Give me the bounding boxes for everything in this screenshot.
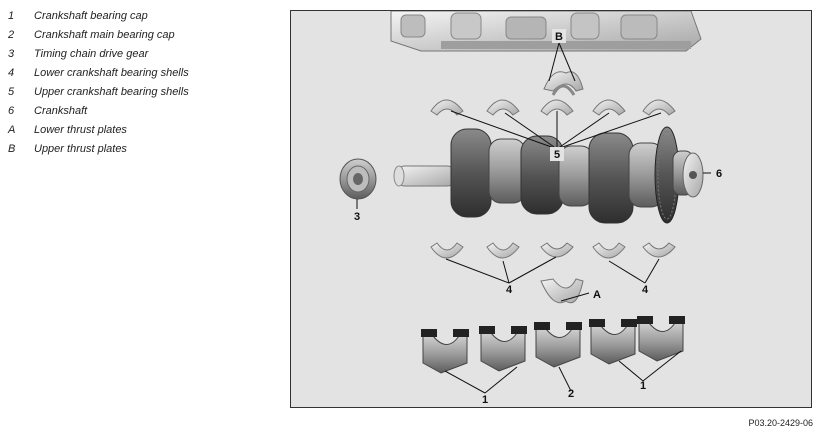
legend-text: Crankshaft bearing cap	[34, 9, 148, 22]
lower-bearing-shells	[430, 242, 676, 259]
legend-key: 6	[8, 104, 15, 117]
callout-B: B	[555, 31, 563, 43]
engine-block	[390, 11, 702, 52]
legend-key: 3	[8, 47, 15, 60]
legend-key: 5	[8, 85, 15, 98]
callout-5: 5	[554, 149, 560, 161]
upper-bearing-shells	[430, 99, 676, 116]
legend-item: 1 Crankshaft bearing cap	[8, 6, 189, 25]
timing-gear	[339, 158, 377, 200]
legend-text: Lower crankshaft bearing shells	[34, 66, 189, 79]
legend-key: B	[8, 142, 16, 155]
exploded-view-figure: B 5 6 3 4 4 A 1 2 1	[290, 10, 812, 408]
legend-item: 2 Crankshaft main bearing cap	[8, 25, 189, 44]
callout-6: 6	[716, 168, 722, 180]
callout-1-left: 1	[482, 394, 488, 406]
leader-lines	[356, 37, 711, 394]
callout-A: A	[593, 289, 601, 301]
legend-text: Upper crankshaft bearing shells	[34, 85, 189, 98]
legend-text: Timing chain drive gear	[34, 47, 149, 60]
legend-item: 5 Upper crankshaft bearing shells	[8, 82, 189, 101]
lower-thrust-plates	[540, 278, 584, 304]
callout-3: 3	[354, 211, 360, 223]
legend-key: 4	[8, 66, 15, 79]
legend-text: Lower thrust plates	[34, 123, 127, 136]
callout-1-right: 1	[640, 380, 646, 392]
callout-4-right: 4	[642, 284, 649, 296]
legend-key: 1	[8, 9, 15, 22]
callout-4-left: 4	[506, 284, 513, 296]
legend-key: A	[8, 123, 16, 136]
legend-item: A Lower thrust plates	[8, 120, 189, 139]
legend-item: 4 Lower crankshaft bearing shells	[8, 63, 189, 82]
legend-text: Upper thrust plates	[34, 142, 127, 155]
legend-text: Crankshaft main bearing cap	[34, 28, 175, 41]
bearing-caps	[421, 316, 685, 374]
legend-item: 3 Timing chain drive gear	[8, 44, 189, 63]
figure-id: P03.20-2429-06	[748, 418, 813, 428]
legend-item: B Upper thrust plates	[8, 139, 189, 158]
crankshaft-illustration: B 5 6 3 4 4 A 1 2 1	[339, 11, 722, 406]
upper-thrust-plates	[543, 71, 584, 96]
crankshaft	[393, 126, 704, 224]
callout-2: 2	[568, 388, 574, 400]
legend-list: 1 Crankshaft bearing cap 2 Crankshaft main…	[8, 6, 189, 158]
legend-text: Crankshaft	[34, 104, 88, 117]
legend-key: 2	[8, 28, 15, 41]
legend-item: 6 Crankshaft	[8, 101, 189, 120]
callout-labels: B 5 6 3 4 4 A 1 2 1	[354, 29, 722, 406]
